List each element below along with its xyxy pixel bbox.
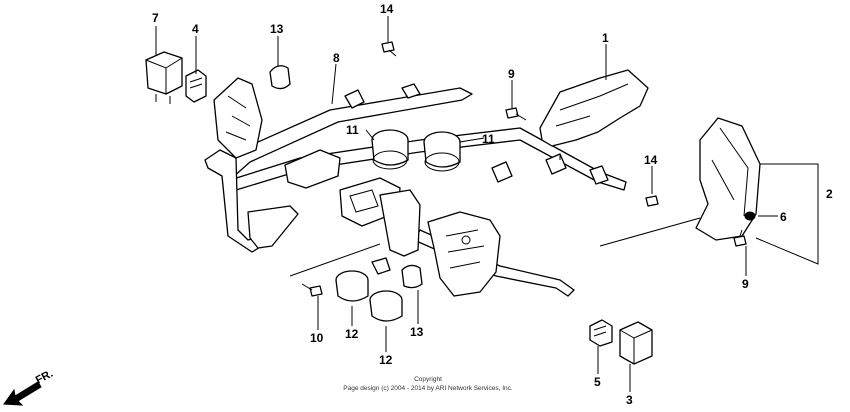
bolt-14-right <box>645 186 659 207</box>
callout-labels: 7 4 13 14 8 9 1 11 11 14 2 6 9 10 12 12 … <box>152 2 833 407</box>
copyright-line-1: Copyright <box>414 376 442 383</box>
part-6-relay <box>145 51 183 104</box>
copyright-line-2: Page design (c) 2004 - 2014 by ARI Netwo… <box>343 385 513 392</box>
part-11-clamp-right <box>423 131 461 172</box>
callout-12-lower: 12 <box>379 353 393 367</box>
arrow-down-left-icon <box>3 381 42 406</box>
part-11-clamp-left <box>371 129 409 170</box>
bolt-9-lower <box>733 229 747 247</box>
callout-13-lower: 13 <box>410 325 424 339</box>
part-4-connector <box>185 69 207 103</box>
callout-9-lower: 9 <box>742 277 749 291</box>
front-direction-label: FR. <box>34 368 55 387</box>
callout-5: 5 <box>594 375 601 389</box>
callout-9-upper: 9 <box>508 67 515 81</box>
bolt-9-upper <box>505 107 527 121</box>
callout-8: 6 <box>780 210 787 224</box>
callout-11-right: 11 <box>482 132 495 146</box>
bolt-10 <box>301 283 323 297</box>
leader-lines <box>155 16 819 392</box>
bolt-14-upper <box>381 41 397 57</box>
part-3-relay <box>619 321 653 365</box>
callout-3: 3 <box>626 393 633 407</box>
callout-12-upper: 12 <box>345 327 359 341</box>
part-5-clip <box>589 319 613 347</box>
callout-4: 4 <box>192 22 199 36</box>
part-2-cover <box>695 117 761 241</box>
part-13-clip-lower <box>401 264 423 289</box>
callout-13-upper: 13 <box>270 22 284 36</box>
nut-8 <box>744 211 756 221</box>
part-12-clamp-upper <box>335 270 369 302</box>
callout-14-upper: 14 <box>380 2 394 16</box>
callout-6: 7 <box>152 11 159 25</box>
callout-2: 2 <box>826 187 833 201</box>
callout-11-left: 11 <box>346 123 359 137</box>
part-13-clip-upper <box>269 65 291 90</box>
callout-1: 1 <box>602 31 609 45</box>
main-frame-assembly <box>204 77 627 297</box>
callout-14-right: 14 <box>644 153 658 167</box>
callout-10: 10 <box>310 331 324 345</box>
part-12-clamp-lower <box>369 290 403 322</box>
callout-7: 8 <box>333 51 340 65</box>
part-1-cover <box>539 69 649 147</box>
